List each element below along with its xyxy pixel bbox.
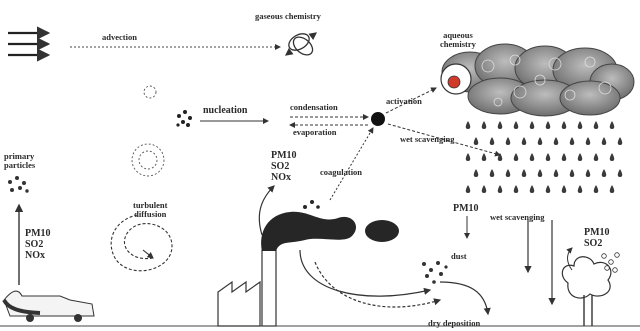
coagulation-label: coagulation bbox=[320, 168, 362, 177]
aqueous-droplet-icon bbox=[441, 64, 471, 94]
wet-scavenging-lower-arrows bbox=[528, 220, 552, 304]
condensation-label: condensation bbox=[290, 103, 338, 112]
raindrop bbox=[490, 137, 495, 145]
raindrop bbox=[506, 137, 511, 145]
rain-icon bbox=[466, 121, 623, 193]
raindrop bbox=[586, 169, 591, 177]
raindrop bbox=[594, 121, 599, 129]
raindrop bbox=[482, 121, 487, 129]
raindrop bbox=[538, 137, 543, 145]
raindrop bbox=[610, 121, 615, 129]
raindrop bbox=[546, 185, 551, 193]
advection-label: advection bbox=[102, 33, 137, 42]
raindrop bbox=[578, 121, 583, 129]
raindrop bbox=[466, 185, 471, 193]
nucleation-particles-icon bbox=[176, 110, 192, 127]
raindrop bbox=[530, 185, 535, 193]
wet-scavenging-lower-label: wet scavenging bbox=[490, 213, 545, 222]
raindrop bbox=[554, 169, 559, 177]
raindrop bbox=[578, 153, 583, 161]
raindrop bbox=[554, 137, 559, 145]
raindrop bbox=[538, 169, 543, 177]
raindrop bbox=[578, 185, 583, 193]
raindrop bbox=[482, 185, 487, 193]
coagulation-arrow bbox=[330, 128, 373, 200]
raindrop bbox=[530, 153, 535, 161]
activation-label: activation bbox=[386, 97, 422, 106]
raindrop bbox=[474, 137, 479, 145]
factory-icon bbox=[218, 250, 276, 326]
raindrop bbox=[618, 169, 623, 177]
raindrop bbox=[474, 169, 479, 177]
dust-particles-icon bbox=[422, 261, 448, 284]
raindrop bbox=[562, 121, 567, 129]
raindrop bbox=[594, 153, 599, 161]
raindrop bbox=[490, 169, 495, 177]
raindrop bbox=[602, 169, 607, 177]
gaseous-chemistry-label: gaseous chemistry bbox=[255, 12, 321, 21]
plume-pm-label: PM10 bbox=[453, 203, 479, 214]
raindrop bbox=[498, 153, 503, 161]
dust-label: dust bbox=[451, 252, 467, 261]
raindrop bbox=[522, 169, 527, 177]
raindrop bbox=[586, 137, 591, 145]
raindrop bbox=[506, 169, 511, 177]
evaporation-label: evaporation bbox=[293, 128, 336, 137]
raindrop bbox=[466, 121, 471, 129]
raindrop bbox=[498, 185, 503, 193]
raindrop bbox=[530, 121, 535, 129]
raindrop bbox=[594, 185, 599, 193]
raindrop bbox=[602, 137, 607, 145]
raindrop bbox=[482, 153, 487, 161]
raindrop bbox=[546, 153, 551, 161]
raindrop bbox=[514, 121, 519, 129]
turbulent-diffusion-spiral-icon bbox=[111, 215, 172, 271]
raindrop bbox=[562, 153, 567, 161]
raindrop bbox=[610, 153, 615, 161]
raindrop bbox=[562, 185, 567, 193]
raindrop bbox=[610, 185, 615, 193]
nucleation-label: nucleation bbox=[203, 105, 247, 116]
car-icon bbox=[4, 291, 94, 322]
raindrop bbox=[514, 153, 519, 161]
primary-particles-icon bbox=[8, 176, 29, 193]
raindrop bbox=[514, 185, 519, 193]
raindrop bbox=[618, 137, 623, 145]
gaseous-chemistry-swirl-icon bbox=[286, 30, 316, 58]
raindrop bbox=[522, 137, 527, 145]
smoke-plume-icon bbox=[261, 200, 399, 251]
advection-arrows-icon bbox=[8, 33, 48, 55]
raindrop bbox=[466, 153, 471, 161]
particle-icon bbox=[371, 112, 385, 126]
raindrop bbox=[498, 121, 503, 129]
raindrop bbox=[570, 137, 575, 145]
wet-scavenging-upper-label: wet scavenging bbox=[400, 135, 455, 144]
raindrop bbox=[570, 169, 575, 177]
raindrop bbox=[546, 121, 551, 129]
small-swirl-icon bbox=[132, 86, 164, 176]
dry-deposition-label: dry deposition bbox=[428, 319, 480, 328]
